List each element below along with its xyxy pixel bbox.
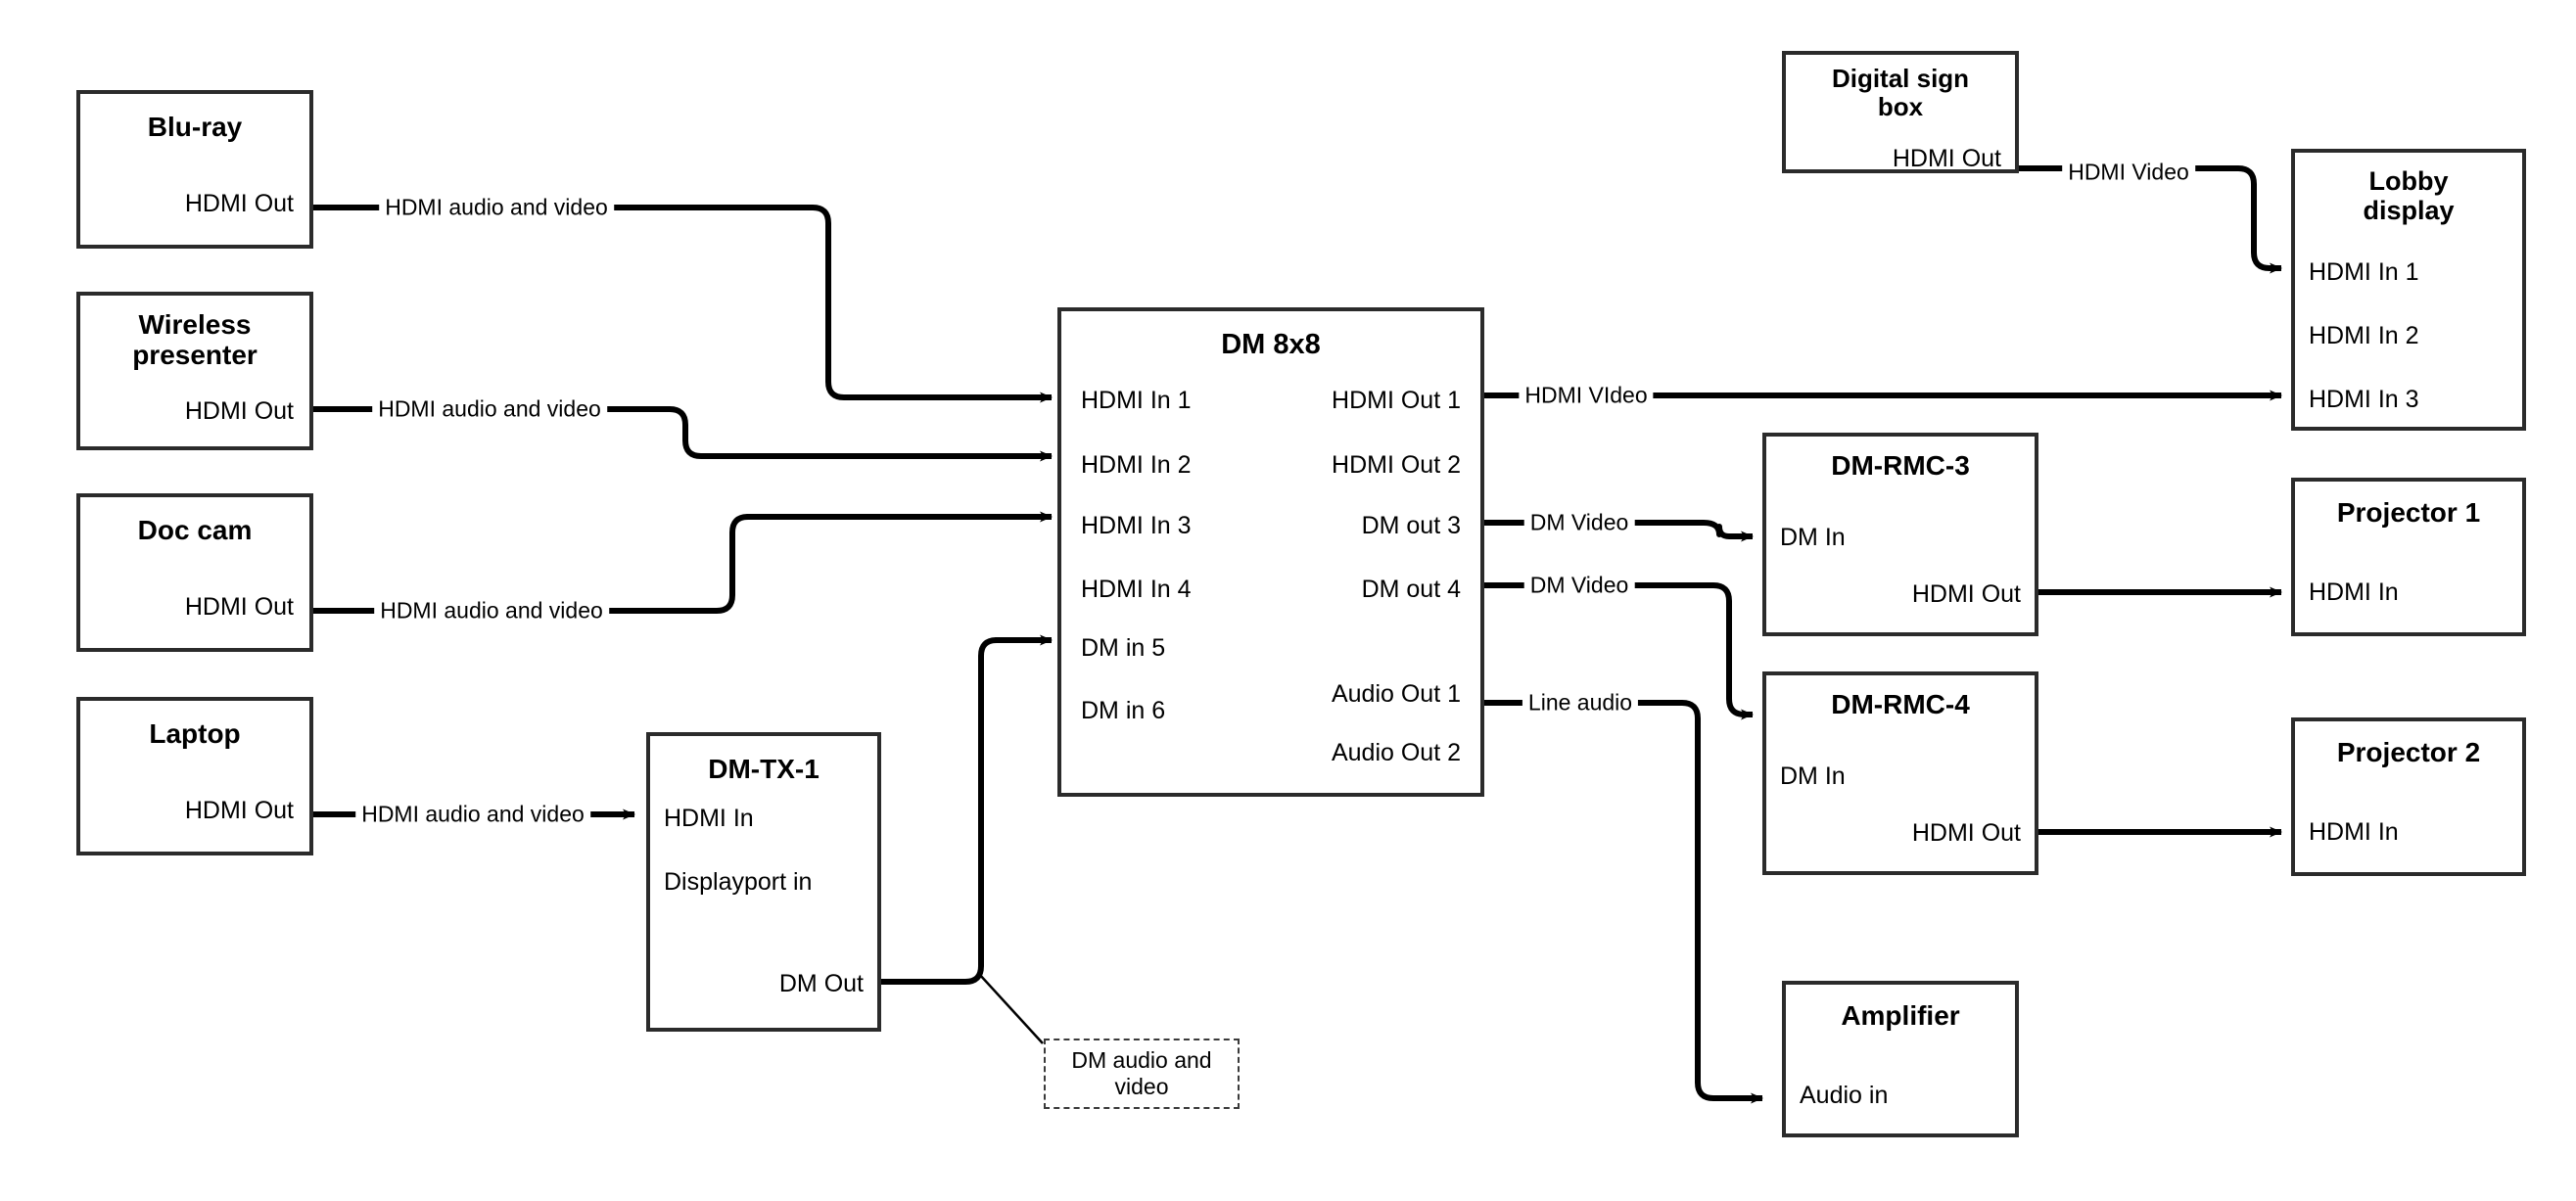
wire-label-hdmi-video-out1: HDMI VIdeo [1519, 382, 1654, 409]
node-lobby-display-port-hdmi-in-3[interactable]: HDMI In 3 [2309, 386, 2419, 413]
node-dm-8x8-title: DM 8x8 [1221, 329, 1321, 360]
node-bluray-port-hdmi-out[interactable]: HDMI Out [184, 190, 294, 217]
node-dm-8x8-port-hdmi-in-2[interactable]: HDMI In 2 [1081, 451, 1192, 479]
node-laptop[interactable]: Laptop HDMI Out [76, 697, 313, 855]
node-lobby-display-port-hdmi-in-2[interactable]: HDMI In 2 [2309, 322, 2419, 349]
node-doc-cam-port-hdmi-out[interactable]: HDMI Out [184, 593, 294, 621]
node-doc-cam-title: Doc cam [137, 515, 253, 545]
node-dm-rmc-4-port-hdmi-out[interactable]: HDMI Out [1911, 819, 2021, 847]
node-doc-cam[interactable]: Doc cam HDMI Out [76, 493, 313, 652]
node-dm-tx-1-title: DM-TX-1 [708, 754, 820, 784]
node-bluray-title: Blu-ray [147, 112, 243, 142]
wire-label-dm-video-4: DM Video [1523, 572, 1635, 599]
node-projector-2[interactable]: Projector 2 HDMI In [2291, 717, 2526, 876]
wire-dm8x8-to-rmc4 [1484, 582, 1754, 720]
callout-dm-audio-and-video: DM audio and video [1044, 1039, 1240, 1109]
node-laptop-title: Laptop [149, 718, 241, 749]
wire-dm8x8-to-amp [1484, 700, 1763, 1104]
wire-label-line-audio: Line audio [1522, 689, 1639, 716]
wire-dmtx1-to-dm8x8 [881, 634, 1053, 985]
wire-doccam-to-dm8x8 [311, 511, 1053, 614]
node-projector-2-port-hdmi-in[interactable]: HDMI In [2309, 818, 2399, 846]
wire-dm8x8-to-rmc3 [1484, 520, 1754, 542]
node-dm-rmc-3[interactable]: DM-RMC-3 DM In HDMI Out [1762, 433, 2038, 636]
node-dm-tx-1-port-dm-out[interactable]: DM Out [778, 970, 864, 997]
node-dm-8x8-port-hdmi-in-1[interactable]: HDMI In 1 [1081, 387, 1192, 414]
node-dm-8x8-port-dm-out-4[interactable]: DM out 4 [1361, 576, 1461, 603]
node-dm-8x8-port-audio-out-1[interactable]: Audio Out 1 [1331, 680, 1461, 708]
node-dm-8x8-port-hdmi-in-3[interactable]: HDMI In 3 [1081, 512, 1192, 539]
node-dm-8x8-port-hdmi-in-4[interactable]: HDMI In 4 [1081, 576, 1192, 603]
node-dm-rmc-3-title: DM-RMC-3 [1831, 450, 1970, 481]
node-dm-rmc-3-port-hdmi-out[interactable]: HDMI Out [1911, 580, 2021, 608]
node-dm-rmc-3-port-dm-in[interactable]: DM In [1780, 524, 1846, 551]
node-laptop-port-hdmi-out[interactable]: HDMI Out [184, 797, 294, 824]
node-dm-rmc-4-title: DM-RMC-4 [1831, 689, 1970, 719]
node-dm-rmc-4[interactable]: DM-RMC-4 DM In HDMI Out [1762, 671, 2038, 875]
wire-signbox-to-lobby-hdmi1 [2017, 165, 2282, 274]
node-dm-8x8-port-audio-out-2[interactable]: Audio Out 2 [1331, 739, 1461, 766]
wire-label-wireless: HDMI audio and video [372, 395, 607, 423]
wire-label-laptop: HDMI audio and video [355, 801, 590, 828]
node-dm-8x8-port-dm-in-5[interactable]: DM in 5 [1081, 634, 1166, 662]
node-projector-1-title: Projector 1 [2336, 497, 2481, 528]
node-dm-8x8-port-hdmi-out-2[interactable]: HDMI Out 2 [1332, 451, 1461, 479]
node-dm-tx-1-port-displayport-in[interactable]: Displayport in [664, 868, 813, 896]
node-dm-8x8-port-dm-in-6[interactable]: DM in 6 [1081, 697, 1166, 724]
wire-bluray-to-dm8x8 [311, 205, 1053, 403]
wire-wireless-to-dm8x8 [311, 406, 1053, 462]
node-lobby-display-port-hdmi-in-1[interactable]: HDMI In 1 [2309, 258, 2419, 286]
wire-label-hdmi-video-signbox: HDMI Video [2062, 159, 2195, 186]
node-dm-rmc-4-port-dm-in[interactable]: DM In [1780, 762, 1846, 790]
node-bluray[interactable]: Blu-ray HDMI Out [76, 90, 313, 249]
node-dm-tx-1[interactable]: DM-TX-1 HDMI In Displayport in DM Out [646, 732, 881, 1032]
wire-label-dm-video-3: DM Video [1523, 509, 1635, 536]
node-wireless-presenter-port-hdmi-out[interactable]: HDMI Out [184, 397, 294, 425]
node-amplifier[interactable]: Amplifier Audio in [1782, 981, 2019, 1137]
node-projector-2-title: Projector 2 [2336, 737, 2481, 767]
wire-label-bluray: HDMI audio and video [379, 194, 614, 221]
node-projector-1-port-hdmi-in[interactable]: HDMI In [2309, 578, 2399, 606]
node-dm-8x8[interactable]: DM 8x8 HDMI In 1 HDMI In 2 HDMI In 3 HDM… [1057, 307, 1484, 797]
wire-label-doccam: HDMI audio and video [374, 597, 609, 624]
node-amplifier-title: Amplifier [1841, 1000, 1960, 1031]
node-dm-8x8-port-hdmi-out-1[interactable]: HDMI Out 1 [1332, 387, 1461, 414]
node-amplifier-port-audio-in[interactable]: Audio in [1800, 1082, 1889, 1109]
callout-leader-line [978, 973, 1044, 1044]
node-projector-1[interactable]: Projector 1 HDMI In [2291, 478, 2526, 636]
node-digital-sign-box-port-hdmi-out[interactable]: HDMI Out [1892, 145, 2001, 172]
node-dm-tx-1-port-hdmi-in[interactable]: HDMI In [664, 805, 754, 832]
node-dm-8x8-port-dm-out-3[interactable]: DM out 3 [1361, 512, 1461, 539]
